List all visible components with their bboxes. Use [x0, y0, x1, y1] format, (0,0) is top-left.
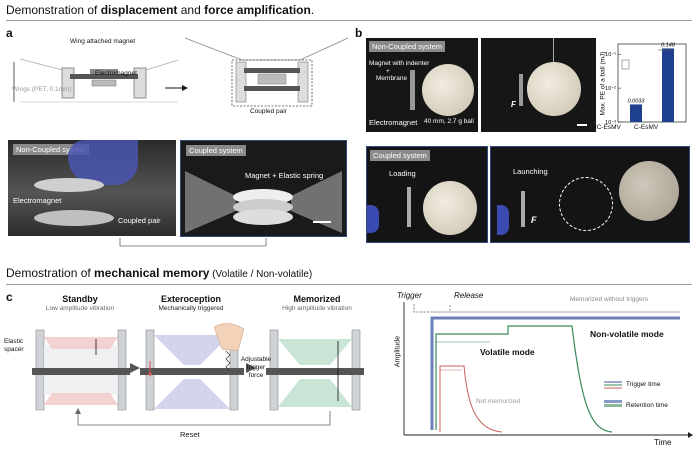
photo-b4-device	[521, 191, 525, 227]
plot-trigger-bracket	[414, 304, 450, 312]
label-electromagnet-a: Electromagnet	[95, 70, 137, 77]
bottom-title-prefix: Demostration of	[6, 266, 94, 280]
photo-b3-tag: Coupled system	[370, 150, 430, 161]
top-section-title: Demonstration of displacement and force …	[6, 3, 314, 17]
bottom-section-title: Demostration of mechanical memory (Volat…	[6, 266, 312, 280]
bottom-rule	[6, 284, 692, 285]
stage-standby-title: Standby	[30, 294, 130, 304]
stage-memorized-sub: High amplitude vibration	[262, 305, 372, 312]
photo-b-noncoupled-2: F	[481, 38, 596, 132]
bar-chart-inset-icon	[622, 60, 629, 69]
plot-notmemorized-label: Not memorized	[476, 398, 520, 405]
photo-a-coupled: Coupled system Magnet + Elastic spring	[180, 140, 347, 237]
stage-standby-sub: Low amplitude vibration	[30, 305, 130, 312]
plot-nonvolatile-label: Non-volatile mode	[590, 329, 664, 339]
top-title-prefix: Demonstration of	[6, 3, 101, 17]
photo-b3-ball	[423, 181, 477, 235]
plot-trigger-label: Trigger	[397, 291, 422, 300]
label-coupled-pair-schematic: Coupled pair	[250, 108, 287, 115]
photo-b1-plus: +	[386, 68, 390, 75]
photo-a2-label: Magnet + Elastic spring	[245, 171, 323, 180]
stage-extero-title: Exteroception	[136, 294, 246, 304]
top-rule	[6, 20, 692, 21]
photo-b1-electromagnet-label: Electromagnet	[369, 118, 417, 127]
legend-retention-bar-1	[604, 400, 622, 403]
stage-memorized-title: Memorized	[262, 294, 372, 304]
photo-b2-scalebar	[577, 124, 587, 126]
photo-b3-glove	[367, 205, 379, 233]
bottom-title-suffix: (Volatile / Non-volatile)	[209, 269, 312, 280]
bottom-title-bold: mechanical memory	[94, 266, 209, 280]
bar-chart-ylabel: Max. PE of a ball (mJ)	[600, 51, 607, 117]
photo-b-coupled-loading: Coupled system Loading	[366, 146, 488, 243]
photo-b-noncoupled: Non-Coupled system Magnet with indenter …	[366, 38, 478, 132]
plot-legend-retention: Retention time	[626, 402, 668, 409]
photo-b4-glove	[497, 205, 509, 235]
stage-extero-sub: Mechanically triggered	[136, 305, 246, 312]
photo-b3-device	[407, 187, 411, 227]
plot-x-arrow	[688, 432, 693, 438]
plot-release-label: Release	[454, 291, 483, 300]
legend-retention-bar-2	[604, 404, 622, 407]
label-wing-magnet: Wing attached magnet	[70, 38, 135, 45]
bar-chart-ticklabel-1: 10⁻²	[605, 86, 616, 92]
bar-1	[662, 48, 674, 122]
label-wings: Wings (PET, 0.1mm)	[12, 86, 72, 93]
label-reset: Reset	[180, 430, 200, 439]
bar-0	[630, 104, 642, 122]
panel-b-letter: b	[355, 26, 362, 40]
photo-a2-shape	[181, 141, 346, 236]
bar-value-label-0: 0.0033	[628, 98, 646, 104]
panel-a-schematic-svg	[0, 24, 350, 124]
photo-b2-ball	[527, 62, 581, 116]
plot-xlabel: Time	[654, 438, 671, 447]
photo-b4-launching: Launching	[513, 167, 548, 176]
label-spacer: spacer	[4, 346, 24, 353]
top-title-bold-1: displacement	[101, 3, 178, 17]
photo-b4-ball-start	[559, 177, 613, 231]
photo-b4-ball-end	[619, 161, 679, 221]
photo-a1-electromagnet-label: Electromagnet	[13, 196, 61, 205]
plot-legend-trigger: Trigger time	[626, 381, 660, 388]
bar-chart-frame	[618, 44, 686, 122]
panel-a-bracket	[118, 236, 268, 250]
plot-memorized-label: Memorized without triggers	[570, 296, 648, 303]
bar-chart-cat-1: C-EsMV	[634, 124, 658, 131]
label-force: force	[236, 372, 276, 379]
photo-a1-disc-bottom	[34, 210, 114, 226]
photo-b2-electromagnet	[519, 74, 523, 106]
label-elastic: Elastic	[4, 338, 23, 345]
photo-a-noncoupled: Non-Coupled system Electromagnet Coupled…	[8, 140, 176, 236]
photo-a1-coupled-label: Coupled pair	[118, 216, 161, 225]
photo-b1-electromagnet	[410, 70, 415, 110]
photo-b2-string	[553, 38, 554, 64]
bar-value-label-1: 0.148	[661, 42, 676, 48]
photo-b2-force: F	[511, 100, 516, 109]
label-adjustable: Adjustable	[236, 356, 276, 363]
photo-b1-ball	[422, 64, 474, 116]
top-title-mid: and	[177, 3, 204, 17]
panel-a-schematic	[0, 24, 350, 124]
plot-ylabel: Amplitude	[395, 332, 402, 372]
label-trigger: trigger	[236, 364, 276, 371]
photo-a1-disc-top	[34, 178, 104, 192]
top-title-bold-2: force amplification	[204, 3, 311, 17]
panel-c-letter: c	[6, 290, 13, 304]
photo-b4-force: F	[531, 215, 537, 225]
photo-b1-magnet-label: Magnet with indenter	[369, 60, 429, 67]
photo-b1-ball-label: 40 mm, 2.7 g ball	[424, 118, 474, 125]
bar-chart-cat-0: NC-EsMV	[592, 124, 621, 131]
photo-b-coupled-launching: Launching F	[490, 146, 690, 243]
photo-b1-tag: Non-Coupled system	[369, 41, 445, 52]
photo-b1-membrane-label: Membrane	[376, 75, 407, 82]
photo-b3-loading: Loading	[389, 169, 416, 178]
bar-chart-ylabel-wrap: Max. PE of a ball (mJ)	[598, 52, 606, 118]
bar-chart-ticklabel-0: 10⁻¹	[605, 52, 616, 58]
top-title-suffix: .	[311, 3, 314, 17]
amplitude-plot-svg	[392, 290, 696, 448]
plot-volatile-label: Volatile mode	[480, 347, 535, 357]
